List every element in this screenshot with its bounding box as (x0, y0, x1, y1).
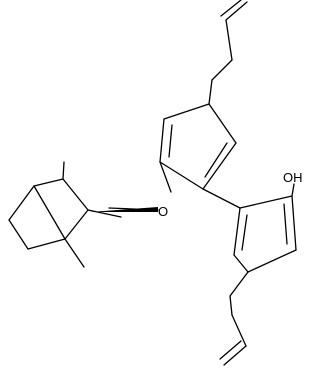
bicyclo-bridge-bond (33, 185, 66, 240)
allyl-bottom-bond-1 (229, 271, 249, 297)
ring-upper-bond-2 (159, 118, 165, 163)
ring-lower-bond-4 (233, 254, 249, 273)
ether-oxygen-label: O (158, 204, 168, 219)
ether-bond-aryl (159, 161, 172, 193)
allyl-bottom-bond-2 (229, 295, 233, 316)
bicyclo-bond-f (62, 178, 89, 211)
ring-lower-bond-2 (291, 195, 297, 251)
bicyclo-bond-c (8, 219, 29, 250)
allyl-top-bond-4 (208, 79, 213, 105)
ring-lower-bond-3 (247, 249, 297, 273)
phenol-oh-bond (291, 183, 295, 197)
phenol-oh-label: OH (283, 170, 303, 185)
ring-lower-bond-5 (233, 207, 241, 256)
ring-lower-inner-bond-a (283, 203, 288, 245)
allyl-bottom-double-bond-b (219, 340, 242, 360)
ring-upper-bond-1 (163, 103, 210, 120)
allyl-group-top (208, 0, 248, 105)
bicyclo-bond-e (64, 209, 89, 240)
ring-upper-bond-5 (208, 103, 237, 144)
aromatic-ring-lower (233, 195, 297, 273)
stereo-wedge-bond (90, 207, 158, 212)
ring-upper-bond-4 (202, 142, 237, 190)
allyl-group-bottom (219, 271, 249, 366)
allyl-top-bond-2 (225, 19, 233, 61)
ring-upper-inner-bond-a (168, 124, 173, 158)
bicyclo-methyl-top (62, 161, 65, 180)
aromatic-ring-upper (159, 103, 237, 190)
bicyclo-methyl-bottom (64, 238, 85, 268)
allyl-top-bond-3 (211, 59, 233, 81)
ring-lower-bond-1 (239, 195, 293, 209)
ring-upper-bond-3 (159, 161, 204, 190)
allyl-bottom-double-bond-a (223, 345, 247, 366)
allyl-top-double-bond-b (220, 0, 242, 17)
allyl-top-double-bond-a (225, 1, 248, 21)
bicyclo-bond-d (27, 238, 66, 250)
bicyclo-bond-b (8, 185, 35, 221)
bicyclo-methyl-right (87, 209, 122, 218)
bicyclo-bond-a (33, 178, 64, 187)
allyl-bottom-bond-3 (231, 314, 247, 347)
ring-lower-inner-bond-b (241, 214, 248, 251)
ring-upper-inner-bond-b (204, 142, 228, 178)
bicyclic-fragment (8, 161, 122, 268)
biaryl-bond (202, 188, 241, 209)
